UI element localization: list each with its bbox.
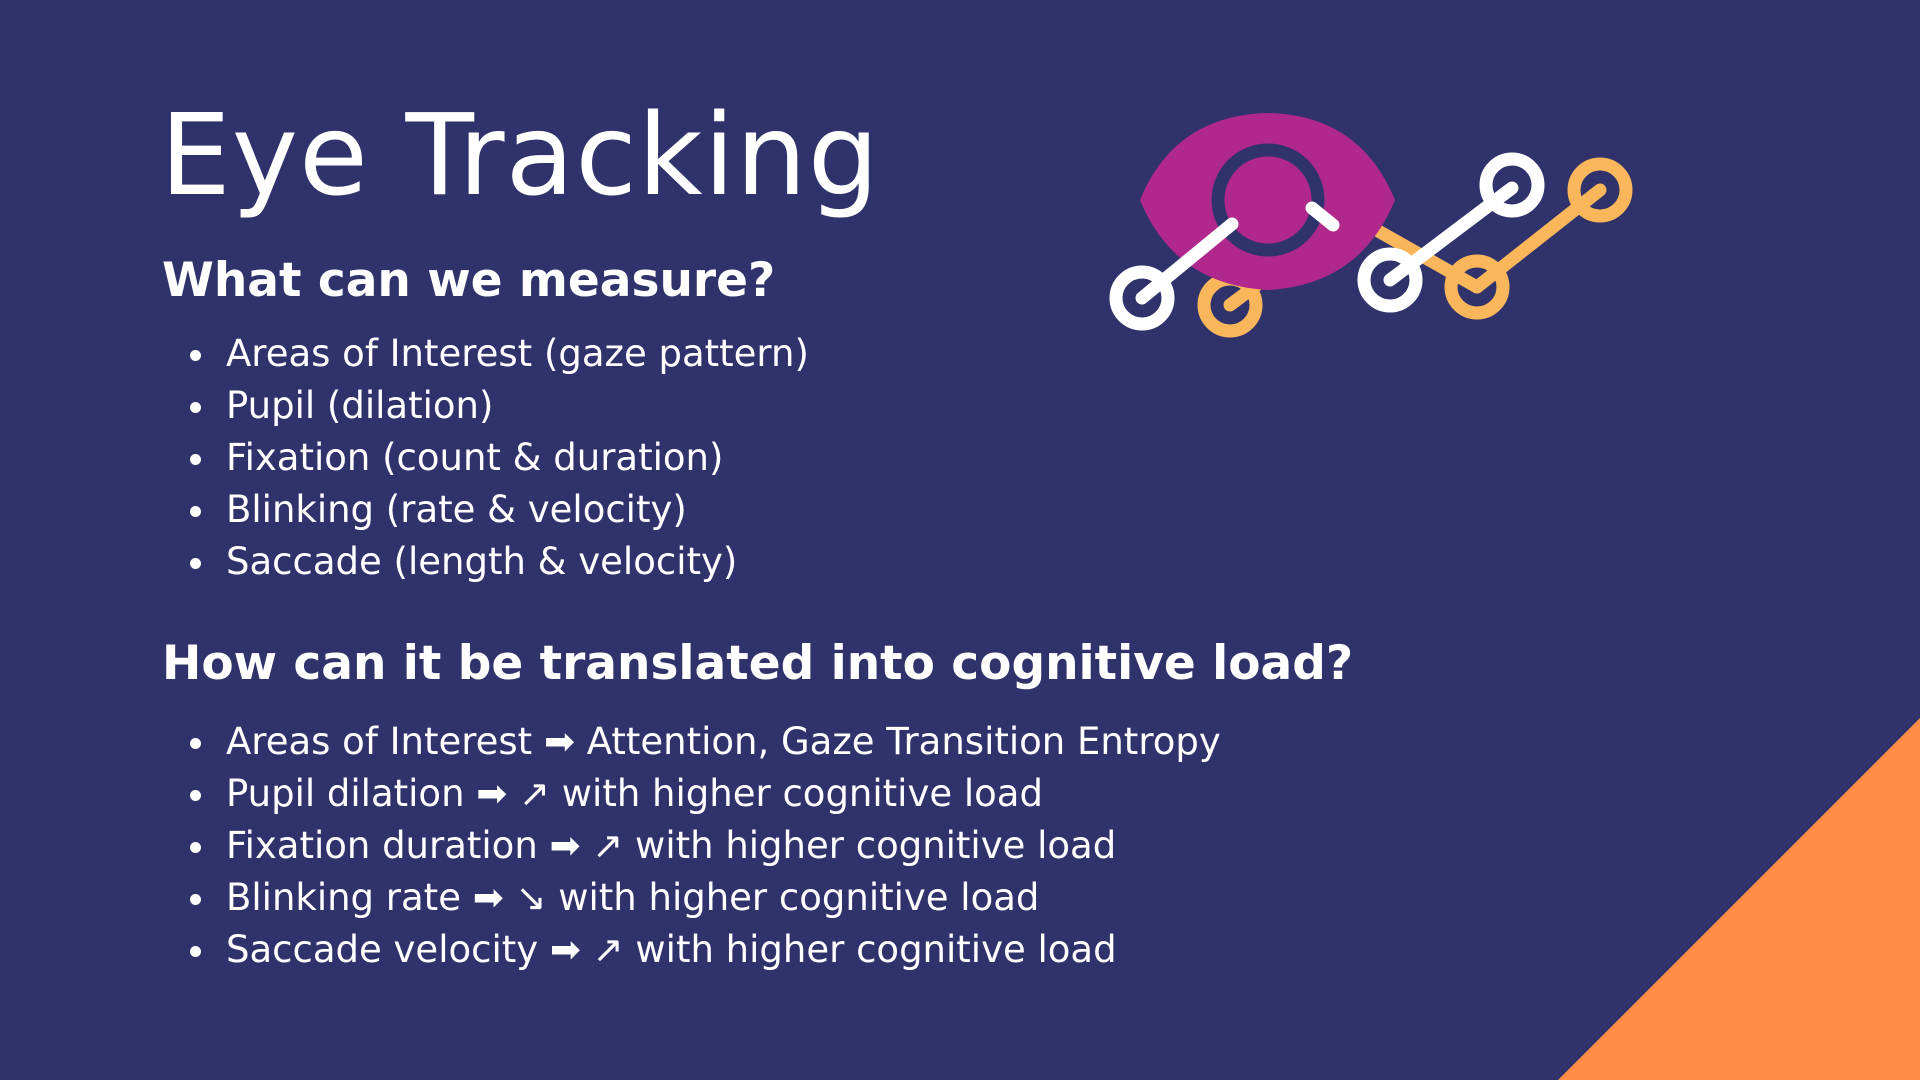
pupil <box>1235 167 1301 233</box>
page-title: Eye Tracking <box>160 91 880 221</box>
yellow-node <box>1567 157 1633 223</box>
measure-list: Areas of Interest (gaze pattern) Pupil (… <box>186 328 809 588</box>
section-heading-measure: What can we measure? <box>162 253 776 308</box>
eye-tracking-graphic-icon <box>1109 113 1633 338</box>
list-item: Fixation (count & duration) <box>186 432 809 484</box>
list-item: Areas of Interest ➡ Attention, Gaze Tran… <box>186 716 1221 768</box>
list-item: Saccade (length & velocity) <box>186 536 809 588</box>
list-item: Saccade velocity ➡ ↗ with higher cogniti… <box>186 924 1221 976</box>
list-item: Fixation duration ➡ ↗ with higher cognit… <box>186 820 1221 872</box>
white-node <box>1357 247 1423 313</box>
list-item: Blinking rate ➡ ↘ with higher cognitive … <box>186 872 1221 924</box>
section-heading-cognitive-load: How can it be translated into cognitive … <box>162 636 1354 691</box>
iris-ring <box>1211 143 1325 257</box>
white-node <box>1109 265 1175 331</box>
white-node <box>1479 152 1545 218</box>
list-item: Areas of Interest (gaze pattern) <box>186 328 809 380</box>
list-item: Pupil dilation ➡ ↗ with higher cognitive… <box>186 768 1221 820</box>
yellow-node <box>1444 254 1510 320</box>
list-item: Pupil (dilation) <box>186 380 809 432</box>
list-item: Blinking (rate & velocity) <box>186 484 809 536</box>
cognitive-load-list: Areas of Interest ➡ Attention, Gaze Tran… <box>186 716 1221 976</box>
white-gaze-path <box>1109 152 1545 331</box>
